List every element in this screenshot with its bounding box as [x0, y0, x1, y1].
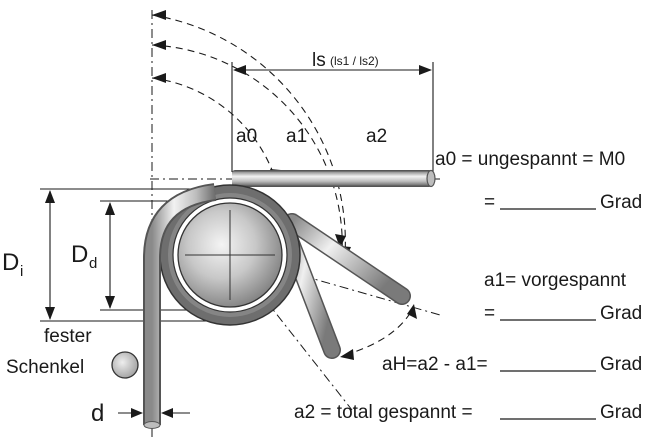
spring-leg-a0 [232, 169, 436, 188]
eq-a0-unit: Grad [600, 192, 642, 213]
ls-arrow-right [419, 65, 432, 75]
a1-arrow-end [335, 234, 346, 248]
eq-a0-prefix: = [484, 192, 495, 213]
eq-ah-unit: Grad [600, 354, 642, 375]
schenkel-label: Schenkel [6, 357, 84, 378]
dd-arrow-bottom [105, 296, 115, 309]
a2-centerline [229, 254, 441, 316]
a2-arrow-start [152, 10, 166, 20]
a0-arrow-start [152, 73, 166, 83]
d-label: d [91, 400, 104, 427]
a1-arc [151, 44, 343, 256]
eq-a2: a2 = total gespannt = [294, 402, 473, 423]
eq-ah: aH=a2 - a1= [382, 354, 488, 375]
eq-a0: a0 = ungespannt = M0 [435, 149, 625, 170]
d-arrow-left [131, 408, 143, 418]
fester-label: fester [44, 326, 92, 347]
ls-arrow-left [233, 65, 246, 75]
a0-arc [151, 77, 276, 179]
dd-arrow-top [105, 202, 115, 215]
ls-label: ls [312, 50, 326, 71]
a2-label: a2 [366, 126, 387, 147]
eq-a1-unit: Grad [600, 303, 642, 324]
eq-a1-prefix: = [484, 303, 495, 324]
dd-label: D [71, 241, 88, 268]
di-label: D [2, 249, 19, 276]
ah-arrow-start [340, 349, 354, 360]
fixed-pin [111, 351, 139, 379]
a1-label: a1 [286, 126, 307, 147]
d-arrow-right [161, 408, 173, 418]
ah-arc [344, 309, 413, 356]
a0-label: a0 [236, 126, 257, 147]
a2-arc [151, 14, 346, 256]
spring-leg-a2 [283, 213, 411, 305]
eq-a2-unit: Grad [600, 402, 642, 423]
ls-sublabel: (ls1 / ls2) [330, 54, 379, 68]
di-arrow-top [45, 190, 55, 203]
di-subscript: i [20, 263, 23, 280]
a1-arrow-start [152, 40, 166, 50]
fixed-leg [143, 183, 217, 429]
eq-a1: a1= vorgespannt [484, 270, 627, 291]
di-arrow-bottom [45, 307, 55, 320]
ah-arrow-end [407, 304, 417, 319]
dd-subscript: d [89, 255, 97, 272]
